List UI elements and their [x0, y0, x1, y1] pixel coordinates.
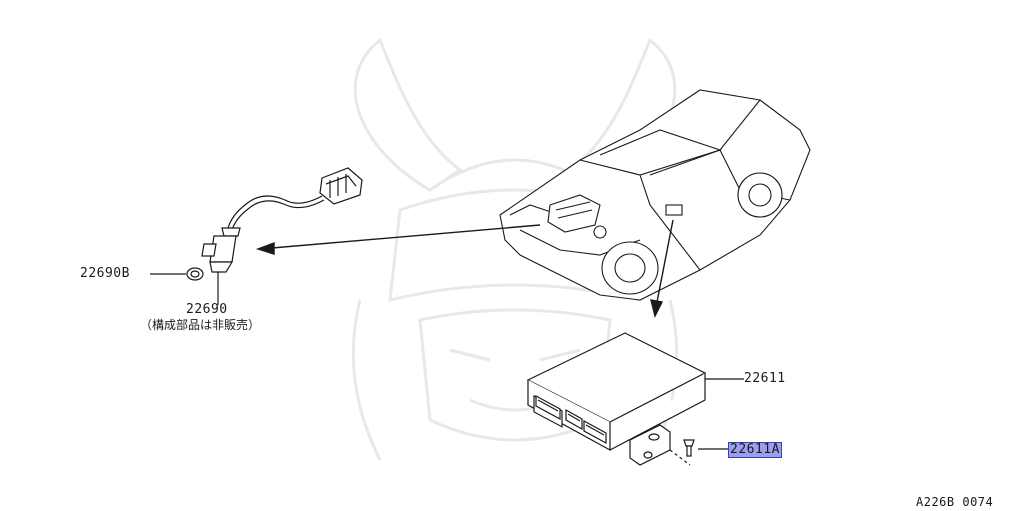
ecu-unit	[526, 332, 744, 466]
part-note-22690: （構成部品は非販売）	[140, 318, 261, 332]
front-wheel	[601, 241, 659, 295]
diagram-code: A226B 0074	[916, 495, 994, 509]
part-label-22690b[interactable]: 22690B	[80, 266, 130, 281]
ecu-location-marker	[665, 204, 683, 216]
part-label-22611[interactable]: 22611	[744, 371, 786, 386]
o2-sensor	[150, 167, 363, 305]
part-label-22611a[interactable]: 22611A	[728, 442, 782, 458]
arrows	[255, 219, 674, 319]
gasket-22690b	[186, 267, 204, 281]
rear-wheel	[737, 172, 783, 218]
car-illustration	[499, 89, 811, 301]
part-label-22690[interactable]: 22690	[186, 302, 228, 317]
